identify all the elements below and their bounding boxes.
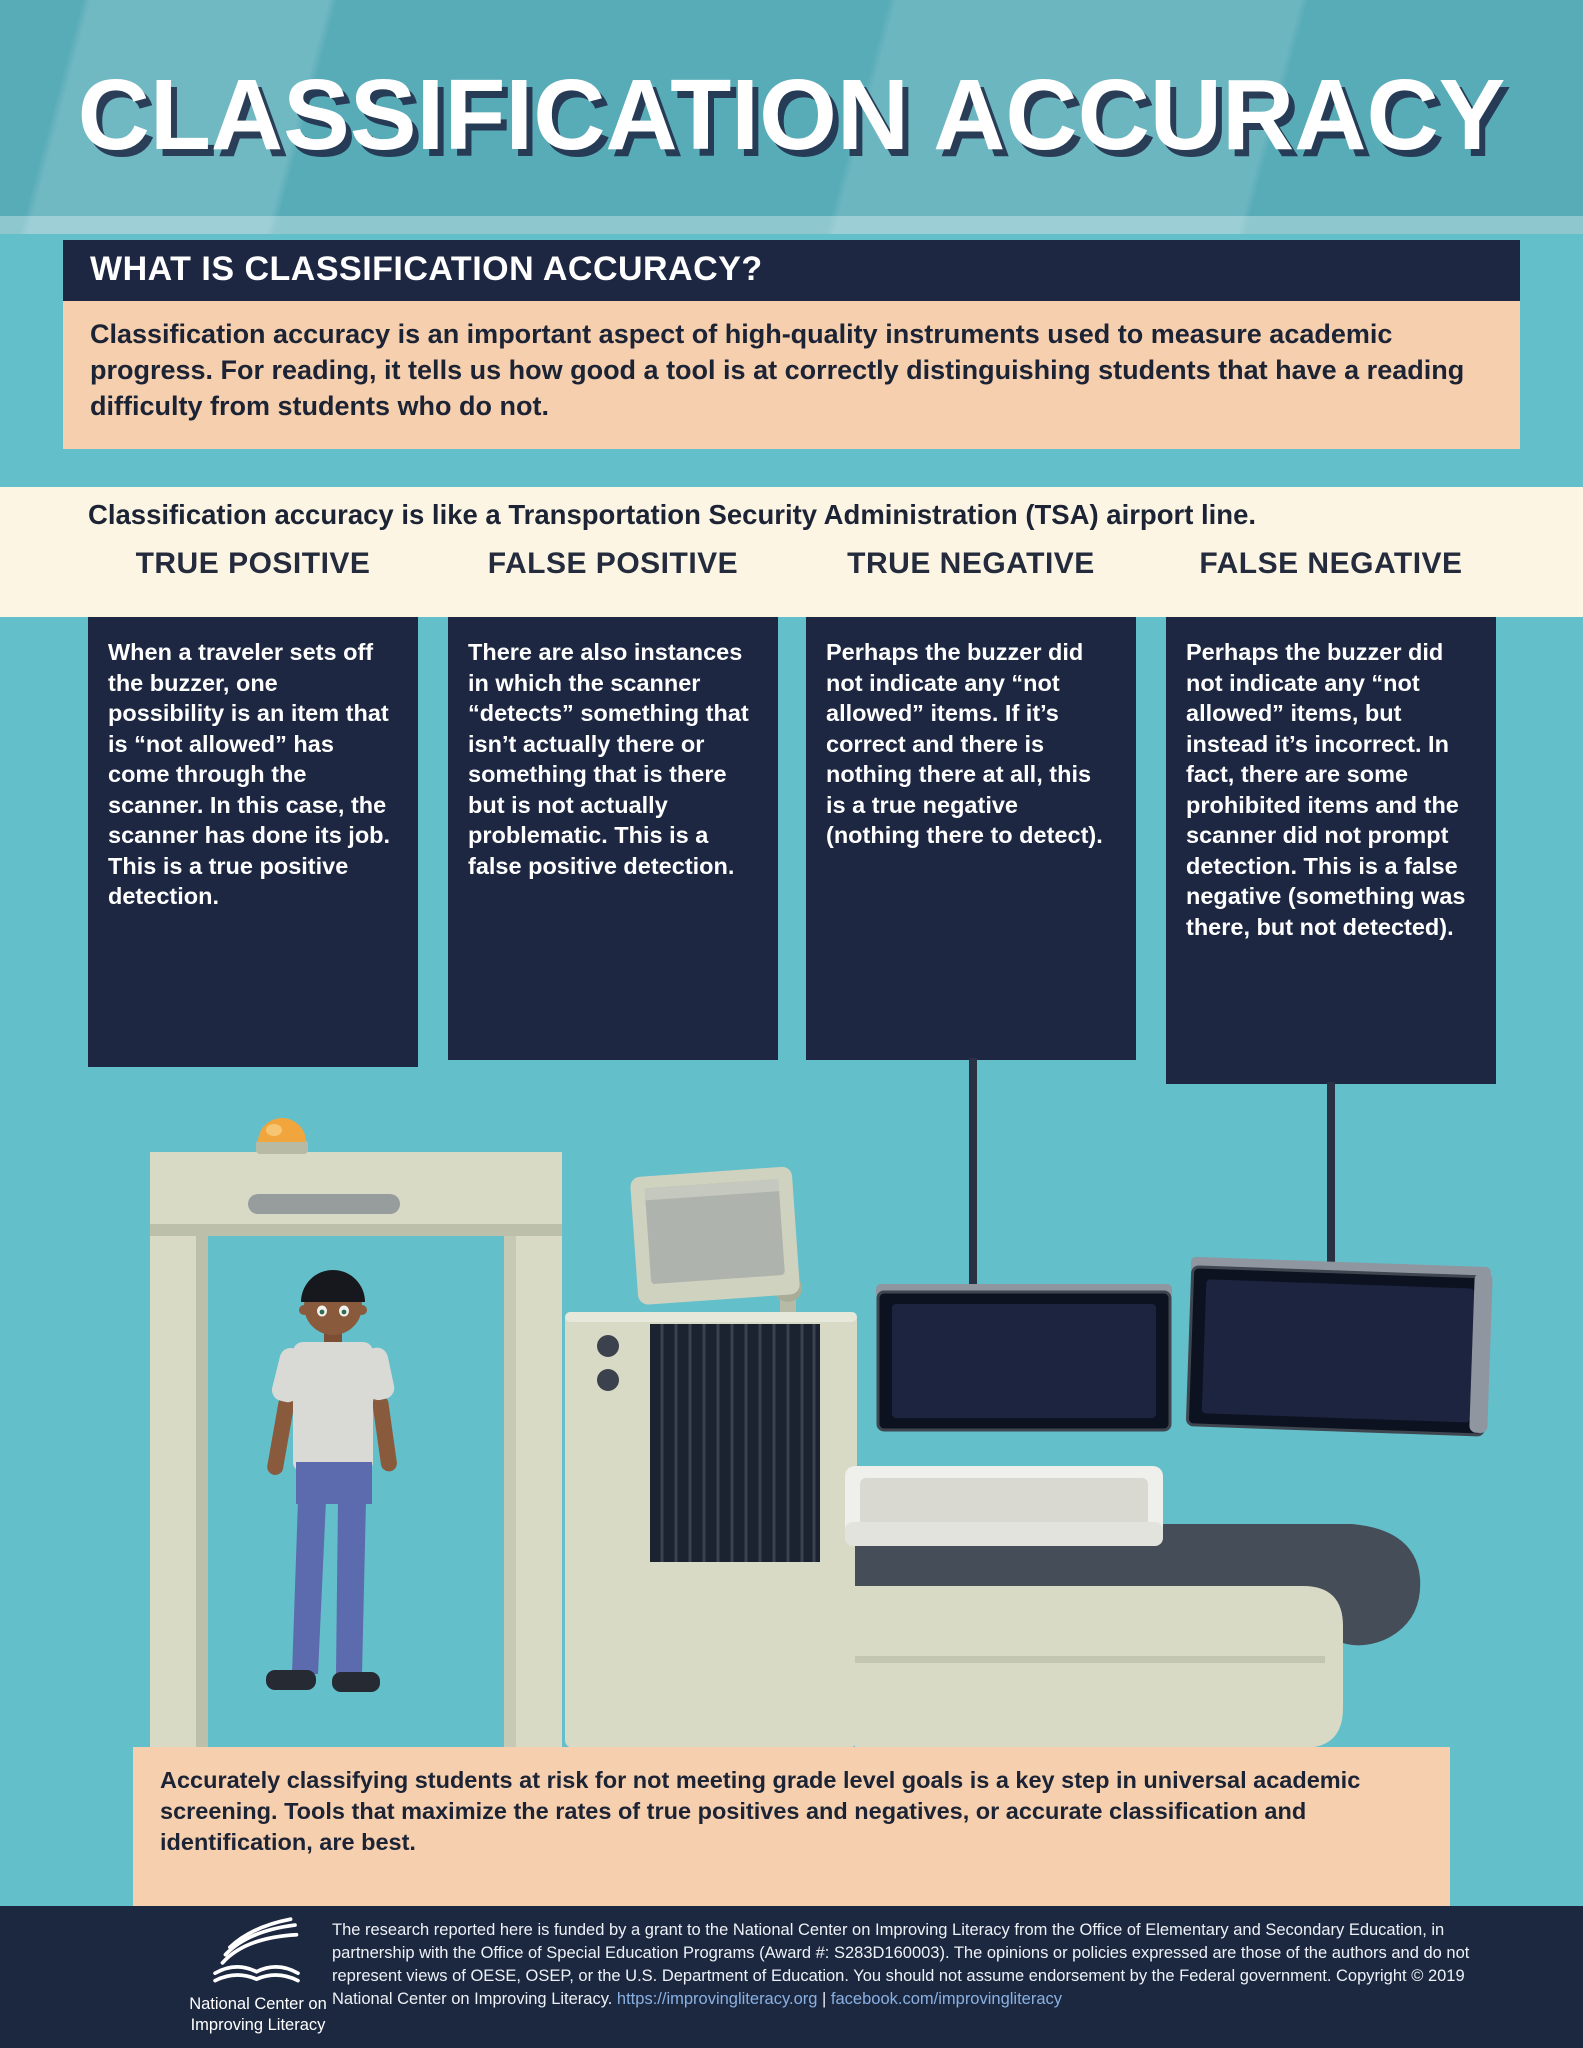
hanging-monitor-right bbox=[1186, 1256, 1493, 1437]
scanner-curtain bbox=[650, 1324, 820, 1562]
traveler-illustration bbox=[266, 1270, 397, 1692]
airport-security-illustration bbox=[150, 1058, 1493, 1748]
scanner-monitor bbox=[630, 1166, 802, 1332]
page-title: CLASSIFICATION ACCURACY bbox=[77, 59, 1506, 171]
traveler-shoe bbox=[332, 1672, 380, 1692]
logo-line-2: Improving Literacy bbox=[190, 2015, 326, 2034]
gate-display-slot bbox=[248, 1194, 400, 1214]
link-improvingliteracy[interactable]: https://improvingliteracy.org bbox=[616, 1990, 818, 2009]
traveler-leg bbox=[292, 1500, 326, 1674]
scanner-knob bbox=[597, 1335, 619, 1357]
traveler-hair bbox=[301, 1270, 365, 1302]
analogy-band: Classification accuracy is like a Transp… bbox=[0, 487, 1583, 617]
what-is-body-text: Classification accuracy is an important … bbox=[90, 319, 1465, 421]
funding-text: The research reported here is funded by … bbox=[332, 1921, 1470, 2009]
column-header-true-positive: TRUE POSITIVE bbox=[135, 547, 371, 580]
card-text: There are also instances in which the sc… bbox=[468, 639, 749, 879]
traveler-shoe bbox=[266, 1670, 316, 1690]
beacon-light-icon bbox=[256, 1118, 308, 1154]
column-header-false-positive: FALSE POSITIVE bbox=[487, 547, 739, 580]
link-separator: | bbox=[817, 1990, 831, 2009]
card-text: Perhaps the buzzer did not indicate any … bbox=[1186, 639, 1466, 940]
ncil-logo-icon bbox=[213, 1917, 300, 1983]
traveler-leg bbox=[336, 1500, 366, 1674]
banner-bottom-strip bbox=[0, 216, 1583, 234]
section-heading: WHAT IS CLASSIFICATION ACCURACY? bbox=[90, 250, 763, 288]
what-is-section: WHAT IS CLASSIFICATION ACCURACY? Classif… bbox=[63, 240, 1520, 449]
monitor-pole-right bbox=[1327, 1082, 1335, 1278]
metal-detector-gate bbox=[150, 1118, 562, 1747]
traveler-shirt bbox=[293, 1342, 373, 1472]
header-banner: CLASSIFICATION ACCURACY bbox=[0, 0, 1583, 234]
xray-scanner bbox=[565, 1166, 857, 1748]
definition-card-false-negative: Perhaps the buzzer did not indicate any … bbox=[1166, 617, 1496, 1084]
ncil-logo: National Center on Improving Literacy bbox=[168, 1914, 348, 2035]
link-facebook[interactable]: facebook.com/improvingliteracy bbox=[830, 1990, 1063, 2009]
monitor-pole-left bbox=[969, 1058, 977, 1294]
conveyor-belt bbox=[855, 1524, 1421, 1748]
scanner-knob bbox=[597, 1369, 619, 1391]
card-text: Perhaps the buzzer did not indicate any … bbox=[826, 639, 1103, 849]
hanging-monitor-left bbox=[876, 1284, 1172, 1432]
logo-line-1: National Center on bbox=[189, 1995, 327, 2013]
luggage-tray bbox=[845, 1466, 1163, 1546]
bottom-note-text: Accurately classifying students at risk … bbox=[160, 1767, 1361, 1856]
logo-text: National Center on Improving Literacy bbox=[168, 1994, 348, 2035]
bottom-note: Accurately classifying students at risk … bbox=[133, 1747, 1450, 1906]
definition-card-true-negative: Perhaps the buzzer did not indicate any … bbox=[806, 617, 1136, 1060]
column-header-false-negative: FALSE NEGATIVE bbox=[1199, 547, 1463, 580]
section-heading-bar: WHAT IS CLASSIFICATION ACCURACY? bbox=[63, 240, 1520, 301]
funding-paragraph: The research reported here is funded by … bbox=[332, 1919, 1487, 2011]
card-text: When a traveler sets off the buzzer, one… bbox=[108, 639, 391, 910]
definition-card-false-positive: There are also instances in which the sc… bbox=[448, 617, 778, 1060]
column-header-true-negative: TRUE NEGATIVE bbox=[847, 547, 1095, 580]
definition-card-true-positive: When a traveler sets off the buzzer, one… bbox=[88, 617, 418, 1067]
analogy-intro-text: Classification accuracy is like a Transp… bbox=[88, 499, 1257, 530]
footer: National Center on Improving Literacy Th… bbox=[0, 1906, 1583, 2048]
